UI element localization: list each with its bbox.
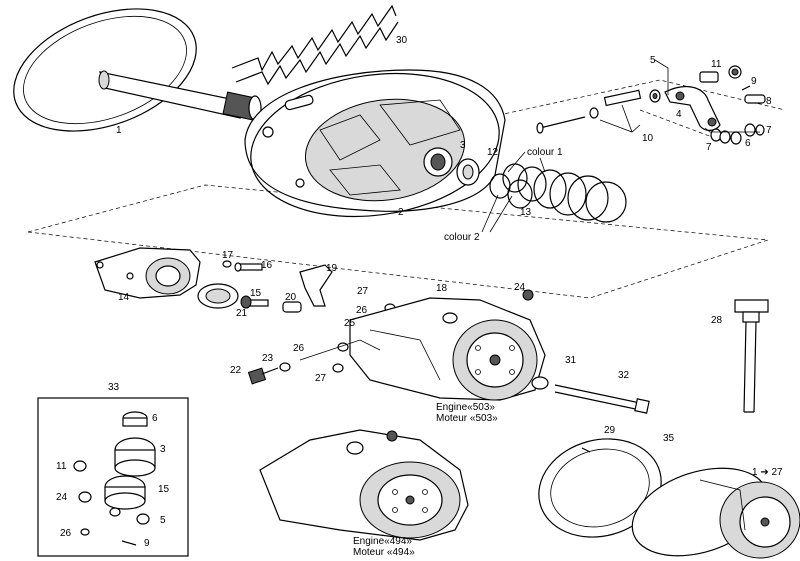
label-part-4: 4 bbox=[676, 109, 682, 120]
label-part-32: 32 bbox=[618, 370, 630, 381]
label-part-1-to-27: 1 ➔ 27 bbox=[752, 467, 783, 478]
label-part-14: 14 bbox=[118, 292, 130, 303]
kit-item-6: 6 bbox=[152, 413, 158, 424]
bolt-part-21 bbox=[240, 295, 269, 309]
washer-part-12 bbox=[456, 158, 480, 186]
label-part-15: 15 bbox=[250, 288, 262, 299]
kit-item-15: 15 bbox=[158, 484, 170, 495]
washer-part-23 bbox=[279, 362, 291, 372]
kit-item-26: 26 bbox=[60, 528, 72, 539]
slider-shoe-part-19 bbox=[299, 264, 333, 307]
governor-cup-part-18 bbox=[299, 289, 546, 401]
label-part-26-lower: 26 bbox=[293, 343, 305, 354]
label-part-2: 2 bbox=[398, 207, 404, 218]
spider-part-14 bbox=[94, 247, 201, 299]
kit-item-3: 3 bbox=[160, 444, 166, 455]
screw-part-29 bbox=[581, 447, 591, 453]
note-engine-494: Engine«494» bbox=[353, 536, 412, 547]
kit-item-24: 24 bbox=[56, 492, 68, 503]
label-part-9: 9 bbox=[751, 76, 757, 87]
label-part-8: 8 bbox=[766, 96, 772, 107]
bushing-part-15 bbox=[197, 283, 239, 309]
note-moteur-494: Moteur «494» bbox=[353, 547, 415, 558]
label-part-6: 6 bbox=[745, 138, 751, 149]
washer-part-17 bbox=[222, 260, 232, 268]
label-part-31: 31 bbox=[565, 355, 577, 366]
label-part-7-right: 7 bbox=[766, 125, 772, 136]
kit-item-5: 5 bbox=[160, 515, 166, 526]
assembled-drive-pulley bbox=[631, 467, 800, 559]
pin-part-10 bbox=[536, 89, 642, 134]
kit-item-9: 9 bbox=[144, 538, 150, 549]
label-part-23: 23 bbox=[262, 353, 274, 364]
reference-dashed-lines bbox=[27, 79, 786, 299]
kit-title: 33 bbox=[108, 382, 120, 393]
label-part-16: 16 bbox=[261, 260, 273, 271]
label-part-28: 28 bbox=[711, 315, 723, 326]
kit-box-labels: 33 6 3 11 15 24 5 26 9 bbox=[56, 382, 170, 549]
label-part-7: 7 bbox=[706, 142, 712, 153]
kit-box-33 bbox=[37, 397, 189, 557]
label-part-30: 30 bbox=[396, 35, 408, 46]
label-part-17: 17 bbox=[222, 250, 234, 261]
label-part-35: 35 bbox=[663, 433, 675, 444]
label-part-29: 29 bbox=[604, 425, 616, 436]
note-engine-503: Engine«503» bbox=[436, 402, 495, 413]
label-part-3: 3 bbox=[460, 140, 466, 151]
label-part-10: 10 bbox=[642, 133, 654, 144]
bushing-part-3 bbox=[423, 147, 453, 177]
colour-leader-lines bbox=[481, 151, 546, 233]
kit-item-11: 11 bbox=[56, 461, 67, 472]
note-moteur-503: Moteur «503» bbox=[436, 413, 498, 424]
note-colour-2: colour 2 bbox=[444, 232, 480, 243]
part-labels: 1 30 2 3 12 13 5 11 9 8 4 7 10 7 6 17 16… bbox=[116, 35, 783, 478]
governor-cup-494 bbox=[259, 429, 469, 541]
label-part-13: 13 bbox=[520, 207, 532, 218]
bolt-part-28 bbox=[734, 299, 769, 413]
label-part-26: 26 bbox=[356, 305, 368, 316]
lever-assembly-part-4 bbox=[664, 86, 721, 131]
fixed-sheave-part-1 bbox=[13, 8, 262, 132]
leader-lines-upper-right bbox=[599, 59, 760, 133]
label-part-21: 21 bbox=[236, 308, 248, 319]
label-part-19: 19 bbox=[326, 263, 338, 274]
label-part-11: 11 bbox=[711, 59, 722, 70]
roller-part-20 bbox=[282, 301, 302, 313]
label-part-24: 24 bbox=[514, 282, 526, 293]
label-part-12: 12 bbox=[487, 147, 499, 158]
bolt-part-22 bbox=[247, 367, 279, 385]
note-colour-1: colour 1 bbox=[527, 147, 563, 158]
label-part-22: 22 bbox=[230, 365, 242, 376]
bushing-part-11 bbox=[699, 65, 742, 83]
label-part-20: 20 bbox=[285, 292, 297, 303]
label-part-27: 27 bbox=[357, 286, 369, 297]
label-part-18: 18 bbox=[436, 283, 448, 294]
washer-part-31 bbox=[531, 376, 549, 390]
bolt-part-32 bbox=[554, 384, 650, 414]
pin-part-8 bbox=[741, 85, 766, 104]
washer-part-6-small bbox=[649, 89, 661, 103]
springs-part-13 bbox=[489, 163, 627, 223]
label-part-1: 1 bbox=[116, 125, 122, 136]
movable-sheave-part-2 bbox=[244, 69, 506, 218]
label-part-27-lower: 27 bbox=[315, 373, 327, 384]
label-part-25: 25 bbox=[344, 318, 356, 329]
notes: colour 1 colour 2 Engine«503» Moteur «50… bbox=[353, 147, 563, 558]
drive-belt-part-30 bbox=[231, 4, 399, 86]
plate-part-35 bbox=[538, 438, 662, 538]
screw-part-16 bbox=[234, 262, 263, 272]
label-part-5: 5 bbox=[650, 55, 656, 66]
